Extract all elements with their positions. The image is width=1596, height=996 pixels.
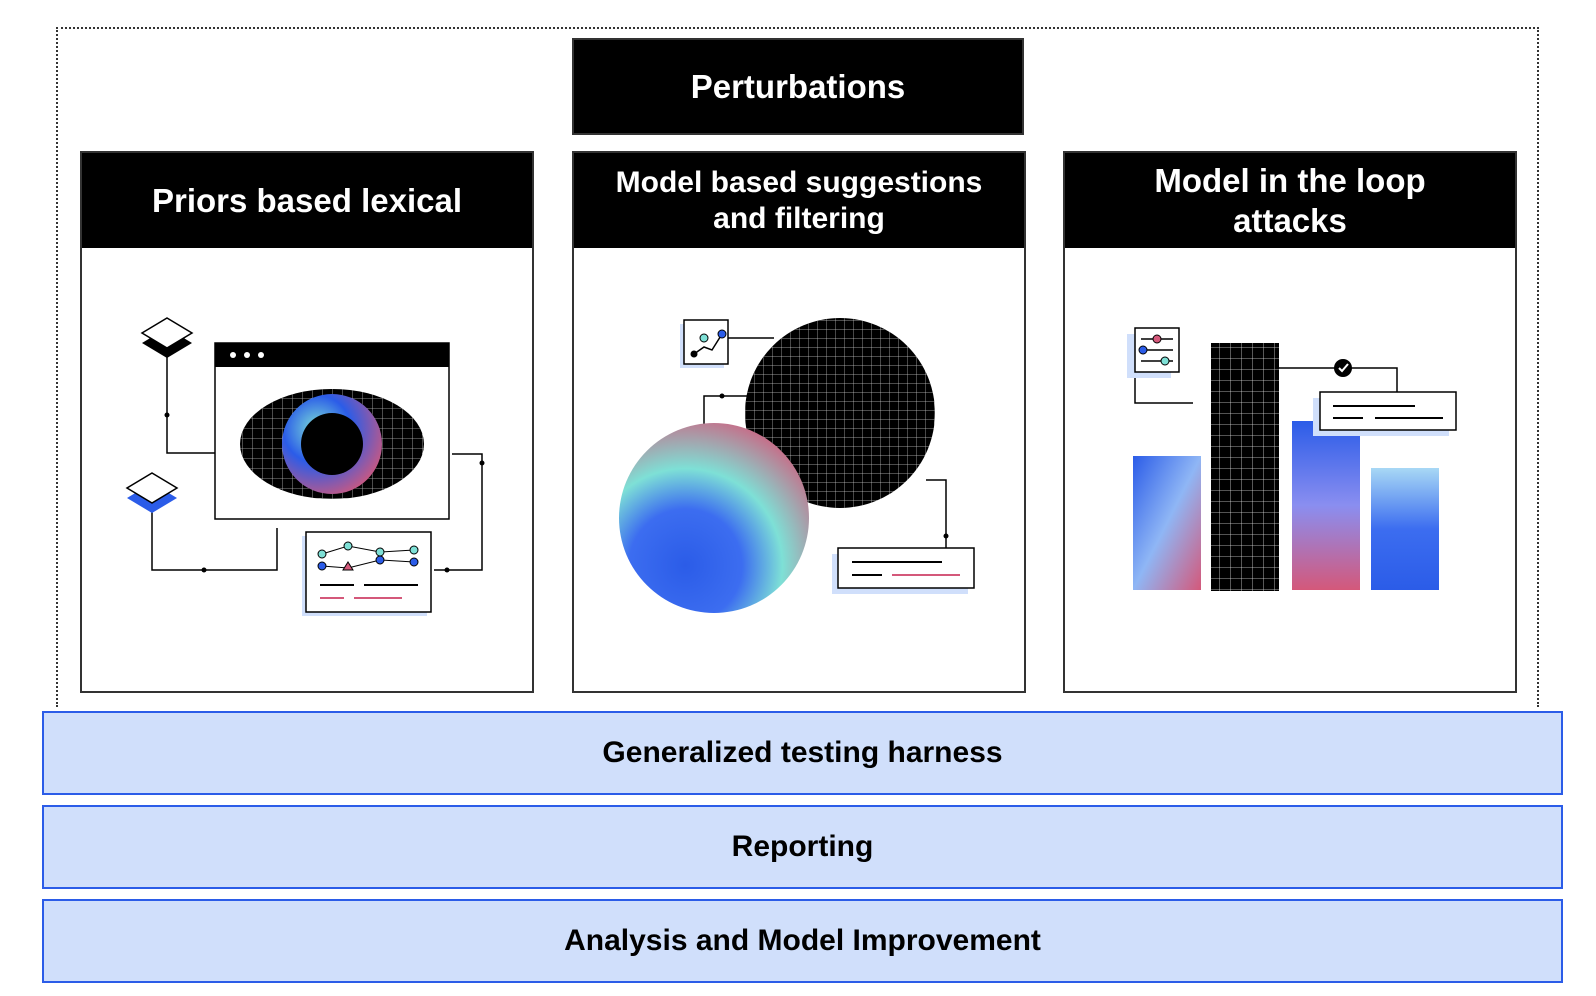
panel-title-line: Model in the loop [1154,161,1426,199]
panel-title: Priors based lexical [82,153,532,248]
trend-chart-icon [680,319,729,368]
panel-title: Model in the loop attacks [1065,153,1515,248]
generalized-testing-harness-band: Generalized testing harness [42,711,1563,795]
panel-priors-based-lexical: Priors based lexical [80,151,534,693]
wireframe-sphere-icon [745,318,935,508]
perturbations-group-frame [56,27,1539,707]
bar-blue-pink [1292,421,1360,590]
sliders-icon [1127,327,1180,378]
analysis-improvement-band: Analysis and Model Improvement [42,899,1563,983]
text-card-icon [832,547,975,594]
panel-title-line: attacks [1233,201,1347,239]
browser-window-icon [214,342,450,520]
panel-title-line: and filtering [713,201,885,235]
panel-title-line: Priors based lexical [151,181,462,219]
check-circle-icon [1334,359,1352,377]
panel-title: Model based suggestions and filtering [574,153,1024,248]
reporting-band: Reporting [42,805,1563,889]
line-chart-card-icon [302,531,432,616]
bar-wireframe [1211,343,1279,591]
layer-stack-icon [140,317,194,358]
text-card-icon [1313,391,1457,436]
perturbations-header: Perturbations [572,38,1024,135]
lexical-illustration [125,317,485,616]
bar-pink-blue [1133,456,1201,590]
attacks-illustration [1127,327,1457,591]
bar-light-blue [1371,468,1439,590]
panel-model-based-suggestions: Model based suggestions and filtering [572,151,1026,693]
suggestions-illustration [619,318,975,613]
panel-model-in-the-loop: Model in the loop attacks [1063,151,1517,693]
gradient-sphere-icon [619,423,809,613]
layer-stack-blue-icon [125,472,179,513]
panel-title-line: Model based suggestions [615,165,983,199]
